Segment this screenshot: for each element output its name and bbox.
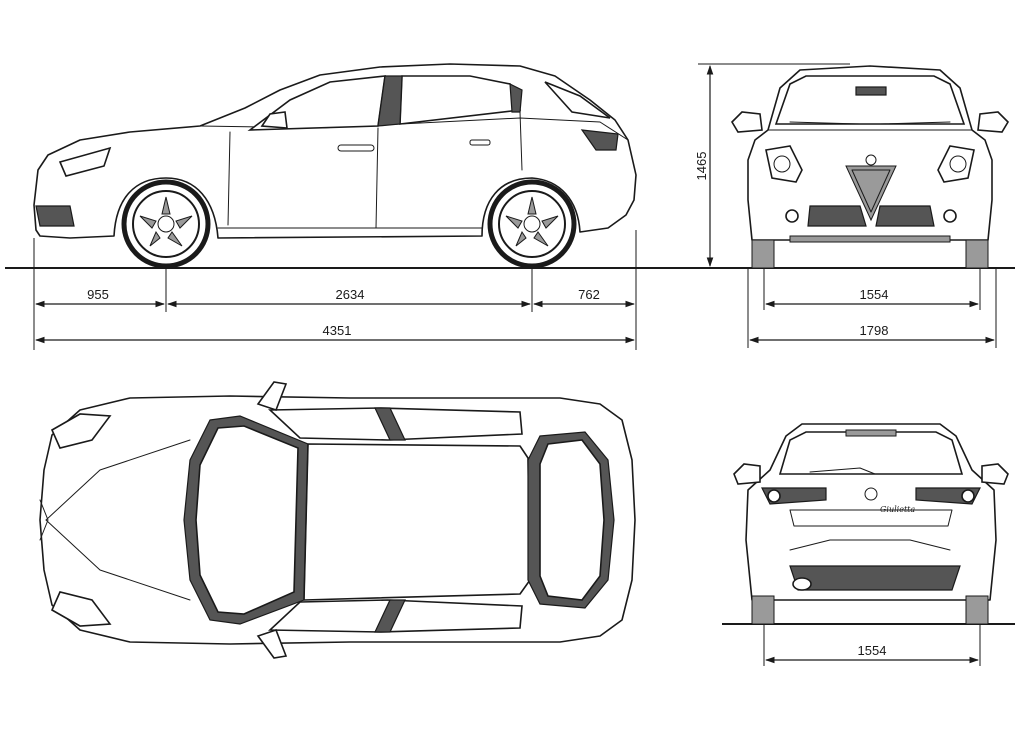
height-dimension: 1465 — [694, 63, 850, 267]
front-shield-grille — [845, 165, 897, 222]
front-left-headlight — [765, 145, 803, 183]
side-rear-door-handle — [469, 139, 491, 146]
front-right-tire — [965, 239, 989, 269]
top-rear-window — [539, 439, 605, 601]
rear-badge — [864, 487, 878, 501]
side-front-wheel — [121, 179, 211, 269]
side-rear-quarter-glass — [544, 81, 611, 119]
dim-label-height: 1465 — [694, 152, 709, 181]
top-right-mirror — [256, 628, 288, 659]
front-right-mirror — [977, 111, 1010, 133]
side-tail-light — [580, 129, 619, 151]
front-windscreen — [774, 75, 966, 125]
front-mirror-housing-rear-view — [855, 86, 887, 96]
top-front-badge — [39, 499, 49, 541]
top-right-headlight — [50, 591, 112, 627]
rear-left-tire — [751, 595, 775, 625]
dim-label-front-track: 1554 — [860, 287, 889, 302]
rear-left-tail-lamp — [767, 489, 781, 503]
dim-label-wheelbase: 2634 — [336, 287, 365, 302]
side-c-pillar — [509, 82, 523, 113]
side-rear-window — [399, 75, 522, 125]
side-front-door-line — [227, 127, 379, 229]
dim-label-overall-length: 4351 — [323, 323, 352, 338]
rear-left-mirror — [733, 463, 761, 485]
rear-right-mirror — [981, 463, 1009, 485]
top-windshield — [195, 425, 299, 615]
rear-right-tire — [965, 595, 989, 625]
front-body-outline — [747, 65, 993, 241]
dim-label-front-overhang: 955 — [87, 287, 109, 302]
dim-label-rear-overhang: 762 — [578, 287, 600, 302]
rear-view: Giulietta 1554 — [722, 423, 1015, 666]
rear-exhaust — [792, 577, 812, 591]
front-right-foglight — [943, 209, 957, 223]
rear-tailgate-line — [789, 509, 953, 527]
front-view: 1554 1798 — [730, 65, 1010, 348]
top-view — [39, 381, 636, 659]
top-left-b-pillar — [374, 407, 406, 441]
front-left-intake — [807, 205, 867, 227]
top-hood-line-right — [45, 519, 191, 601]
front-right-headlight-lamp — [949, 155, 967, 173]
rear-diffuser — [789, 565, 961, 591]
front-badge — [865, 154, 877, 166]
side-headlight — [58, 146, 112, 177]
side-front-door-handle — [337, 144, 375, 152]
rear-bumper-cutout — [789, 539, 951, 551]
side-b-pillar — [377, 75, 403, 127]
dim-label-rear-track: 1554 — [858, 643, 887, 658]
front-lower-lip — [789, 235, 951, 243]
top-right-b-pillar — [374, 599, 406, 633]
top-left-headlight — [50, 413, 112, 449]
rear-body-outline — [745, 423, 997, 601]
top-left-mirror — [256, 381, 288, 412]
side-rear-door-line — [519, 111, 523, 171]
front-right-intake — [875, 205, 935, 227]
front-wiper — [789, 121, 951, 125]
front-left-mirror — [730, 111, 763, 133]
rear-window — [778, 431, 964, 475]
side-body-outline — [33, 63, 637, 239]
front-right-headlight — [937, 145, 975, 183]
dim-label-overall-width: 1798 — [860, 323, 889, 338]
front-shield-inner — [851, 169, 891, 213]
front-left-headlight-lamp — [773, 155, 791, 173]
rear-brake-light — [845, 429, 897, 437]
side-rear-wheel — [487, 179, 577, 269]
top-hood-line-left — [45, 439, 191, 521]
side-front-grille — [35, 205, 75, 227]
rear-wiper — [809, 467, 876, 475]
side-mirror — [260, 111, 288, 129]
top-body-outline — [39, 395, 636, 645]
front-left-tire — [751, 239, 775, 269]
side-view: 955 2634 762 4351 — [5, 63, 1015, 350]
top-roof — [303, 443, 531, 601]
front-left-foglight — [785, 209, 799, 223]
rear-right-tail-lamp — [961, 489, 975, 503]
